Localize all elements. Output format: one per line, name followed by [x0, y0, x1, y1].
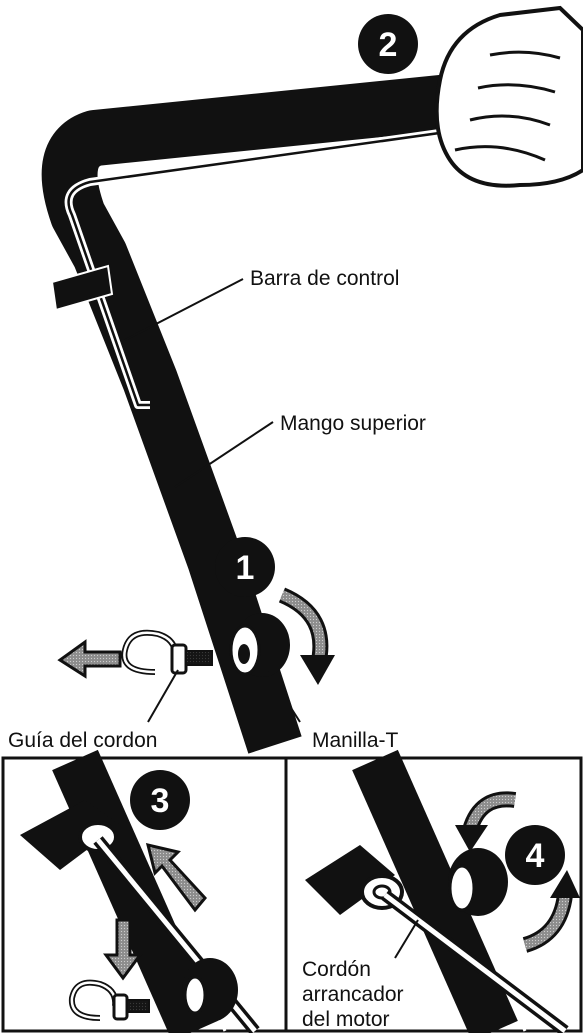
hand-icon — [434, 5, 583, 188]
panel-4-art — [305, 749, 569, 1033]
label-starter-rope-3: del motor — [302, 1008, 390, 1031]
upper-handle — [41, 72, 473, 754]
panel-3-art — [20, 749, 260, 1033]
panel-step-4 — [284, 756, 583, 1033]
arrow-left-icon — [57, 639, 122, 679]
label-upper-handle: Mango superior — [280, 412, 426, 435]
leader-control-bar — [124, 278, 244, 341]
handle-ring — [50, 264, 114, 312]
label-starter-rope-2: arrancador — [302, 983, 404, 1006]
leader-upper-handle — [174, 421, 274, 488]
leader-rope-guide — [147, 669, 179, 723]
arrow-diagonal-icon — [145, 842, 207, 913]
svg-text:4: 4 — [526, 837, 545, 875]
leader-t-knob — [267, 671, 301, 723]
label-control-bar: Barra de control — [250, 267, 399, 290]
svg-text:3: 3 — [151, 782, 170, 820]
step-4-badge: 4 — [505, 825, 565, 885]
arrow-curved-icon — [455, 791, 580, 953]
svg-text:1: 1 — [236, 549, 255, 587]
t-knob — [229, 613, 290, 677]
label-t-knob: Manilla-T — [312, 729, 399, 752]
step-3-badge: 3 — [130, 770, 190, 830]
step-1-badge: 1 — [215, 537, 275, 597]
arrow-curved-icon — [278, 587, 335, 685]
step-2-badge: 2 — [358, 14, 418, 74]
leader-starter-rope — [394, 919, 419, 959]
svg-text:2: 2 — [379, 26, 398, 64]
arrow-down-icon — [103, 918, 143, 981]
rope-guide — [121, 629, 213, 675]
label-rope-guide: Guía del cordon — [8, 729, 157, 752]
label-starter-rope-1: Cordón — [302, 958, 371, 981]
